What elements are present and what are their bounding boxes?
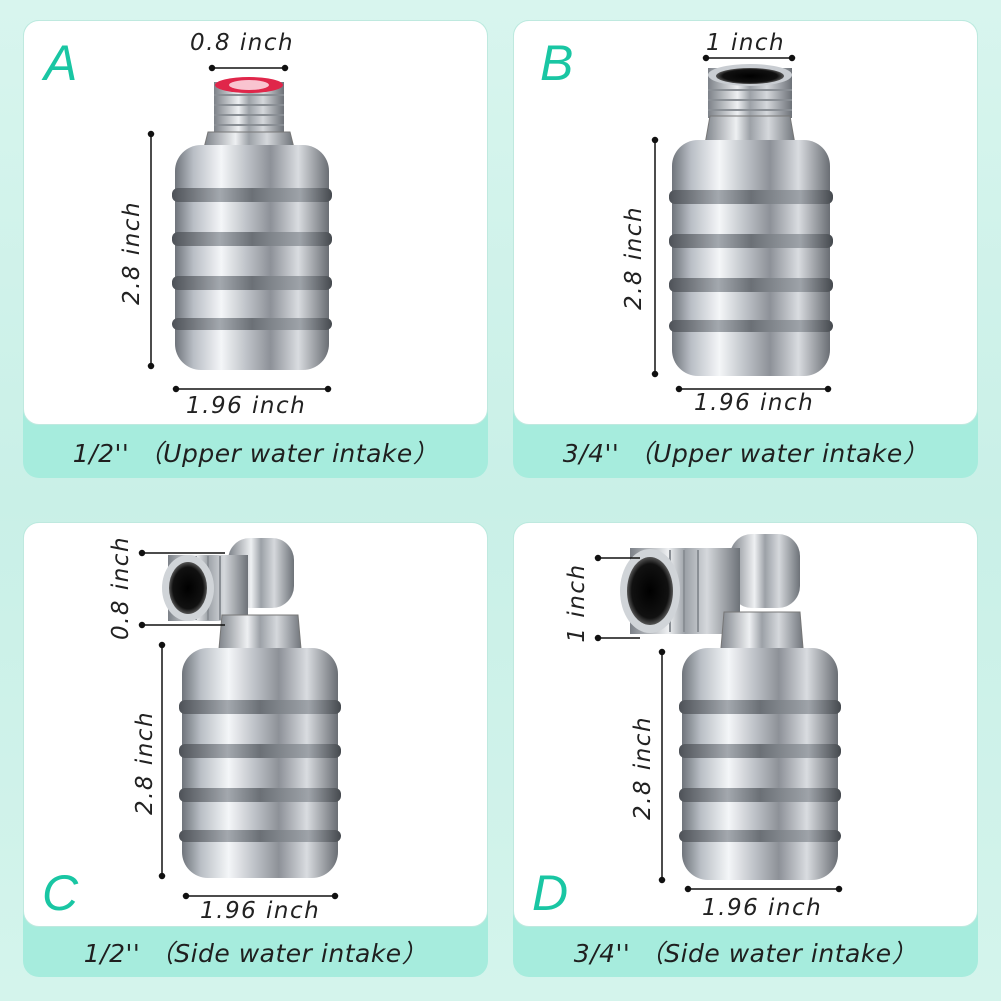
float-ball-a — [172, 77, 332, 370]
panel-d-caption: 3/4'' （Side water intake） — [573, 939, 918, 968]
float-ball-b — [669, 64, 833, 376]
panel-a-width-dim: 1.96 inch — [186, 393, 307, 419]
panel-c-letter: C — [42, 865, 79, 921]
dimension-lines-d — [594, 554, 843, 893]
panel-c-caption: 1/2'' （Side water intake） — [83, 939, 428, 968]
panel-b-width-dim: 1.96 inch — [694, 390, 815, 416]
float-ball-c — [162, 538, 341, 878]
panel-a-top-dim: 0.8 inch — [190, 30, 295, 56]
panel-d-letter: D — [532, 865, 569, 921]
panel-b-top-dim: 1 inch — [706, 30, 786, 56]
panel-b-caption: 3/4'' （Upper water intake） — [562, 438, 929, 468]
panel-b-letter: B — [540, 35, 574, 91]
panel-c-width-dim: 1.96 inch — [200, 898, 321, 924]
panel-a-letter: A — [44, 35, 78, 91]
dimension-lines-a — [147, 64, 332, 393]
panel-a-caption: 1/2'' （Upper water intake） — [72, 438, 439, 468]
float-ball-d — [620, 534, 841, 880]
panel-d-width-dim: 1.96 inch — [702, 895, 823, 921]
dimension-lines-b — [651, 54, 832, 393]
dimension-lines-c — [138, 549, 339, 900]
